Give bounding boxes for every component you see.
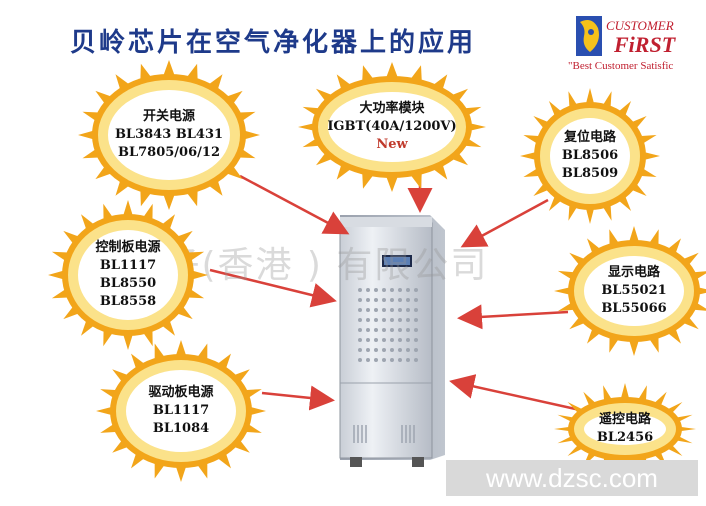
part-number: BL7805/06/12: [118, 145, 220, 160]
part-number: BL8506: [561, 148, 619, 163]
arrow-remote-control-circuit: [449, 374, 581, 412]
part-number: BL8550: [99, 276, 157, 291]
site-url: www.dzsc.com: [446, 460, 698, 496]
logo-tagline: "Best Customer Satisfic: [568, 60, 674, 72]
sun-label: 开关电源: [142, 109, 195, 124]
part-number: BL55066: [601, 301, 667, 316]
sun-igbt-module: 大功率模块 IGBT(40A/1200V) New: [298, 62, 486, 192]
sun-label: 复位电路: [563, 130, 616, 145]
new-badge: New: [376, 137, 408, 152]
arrow-control-board-power: [209, 268, 337, 308]
part-number: BL2456: [596, 430, 654, 445]
part-number: BL1117: [99, 258, 157, 273]
part-number: BL3843 BL431: [114, 127, 224, 142]
part-number: BL1117: [152, 403, 210, 418]
arrow-reset-circuit: [460, 198, 549, 248]
page-title: 贝岭芯片在空气净化器上的应用: [70, 28, 477, 58]
part-number: IGBT(40A/1200V): [327, 119, 457, 134]
sun-label: 大功率模块: [359, 101, 425, 116]
sun-label: 驱动板电源: [148, 385, 214, 400]
part-number: BL8558: [99, 294, 157, 309]
arrow-switch-power: [239, 174, 350, 235]
sun-label: 显示电路: [607, 265, 660, 280]
arrow-driver-board-power: [261, 385, 335, 411]
sun-label: 控制板电源: [95, 240, 161, 255]
part-number: BL55021: [601, 283, 667, 298]
part-number: BL8509: [561, 166, 619, 181]
air-purifier-image: [339, 215, 445, 467]
part-number: BL1084: [152, 421, 210, 436]
logo-word-bottom: FiRST: [613, 32, 677, 57]
sun-label: 遥控电路: [598, 412, 651, 427]
arrow-display-circuit: [457, 304, 569, 330]
logo-word-top: CUSTOMER: [606, 18, 674, 33]
customer-first-logo: CUSTOMER FiRST: [574, 12, 706, 82]
